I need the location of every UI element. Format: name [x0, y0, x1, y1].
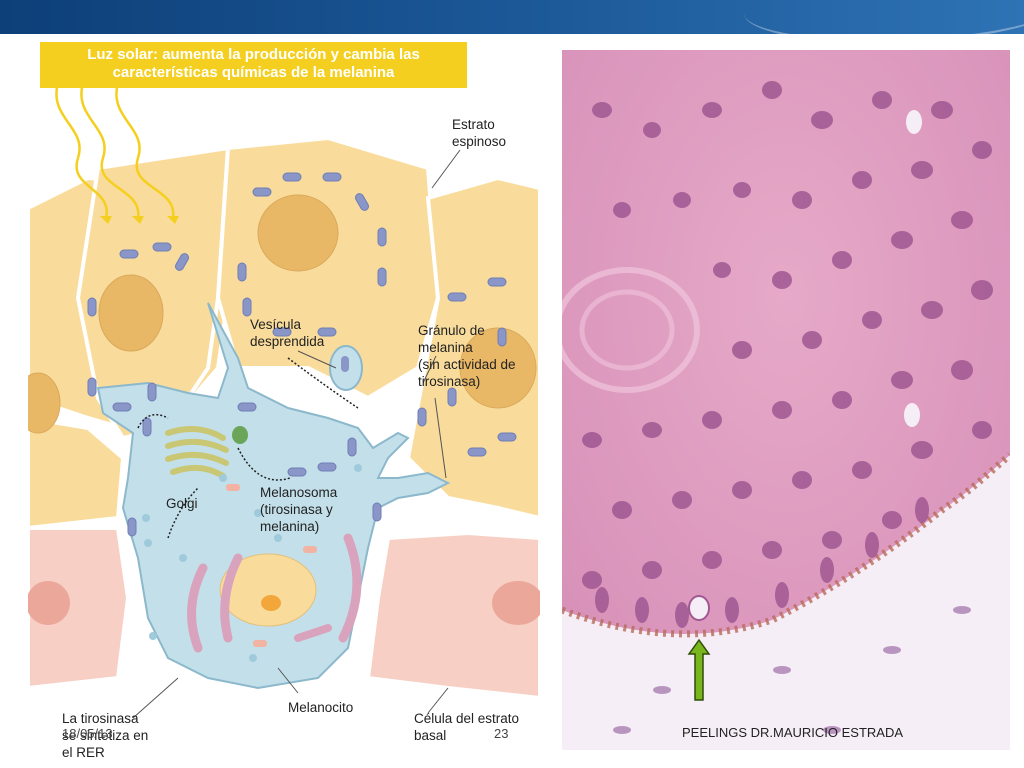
label-melanocito: Melanocito	[288, 699, 353, 716]
label-golgi: Golgi	[166, 495, 198, 512]
banner-line-2: características químicas de la melanina	[40, 64, 467, 82]
label-melanosoma: Melanosoma (tirosinasa y melanina)	[260, 484, 337, 535]
label-granulo-line-4: tirosinasa)	[418, 373, 516, 390]
label-vesicula: Vesícula desprendida	[250, 316, 324, 350]
label-granulo: Gránulo de melanina (sin actividad de ti…	[418, 322, 516, 390]
label-granulo-line-2: melanina	[418, 339, 516, 356]
label-melanosoma-line-2: (tirosinasa y	[260, 501, 337, 518]
label-estrato-line-2: espinoso	[452, 133, 506, 150]
label-granulo-line-1: Gránulo de	[418, 322, 516, 339]
footer-page-number: 23	[494, 726, 508, 741]
label-estrato-line-1: Estrato	[452, 116, 506, 133]
label-celula-line-1: Célula del estrato	[414, 710, 519, 727]
label-granulo-line-3: (sin actividad de	[418, 356, 516, 373]
label-estrato-espinoso: Estrato espinoso	[452, 116, 506, 150]
spinous-cell-far-left	[28, 418, 123, 528]
label-melanosoma-line-3: melanina)	[260, 518, 337, 535]
label-tirosinasa-line-3: el RER	[62, 744, 148, 761]
histology-micrograph	[562, 50, 1010, 750]
label-vesicula-line-1: Vesícula	[250, 316, 324, 333]
sunlight-banner: Luz solar: aumenta la producción y cambi…	[40, 42, 467, 88]
label-melanosoma-line-1: Melanosoma	[260, 484, 337, 501]
banner-line-1: Luz solar: aumenta la producción y cambi…	[40, 46, 467, 64]
label-vesicula-line-2: desprendida	[250, 333, 324, 350]
label-tirosinasa-line-1: La tirosinasa	[62, 710, 148, 727]
header-bar	[0, 0, 1024, 34]
footer-author: PEELINGS DR.MAURICIO ESTRADA	[682, 725, 903, 740]
footer-date: 18/05/13	[62, 726, 113, 741]
header-swoosh	[744, 0, 1024, 43]
